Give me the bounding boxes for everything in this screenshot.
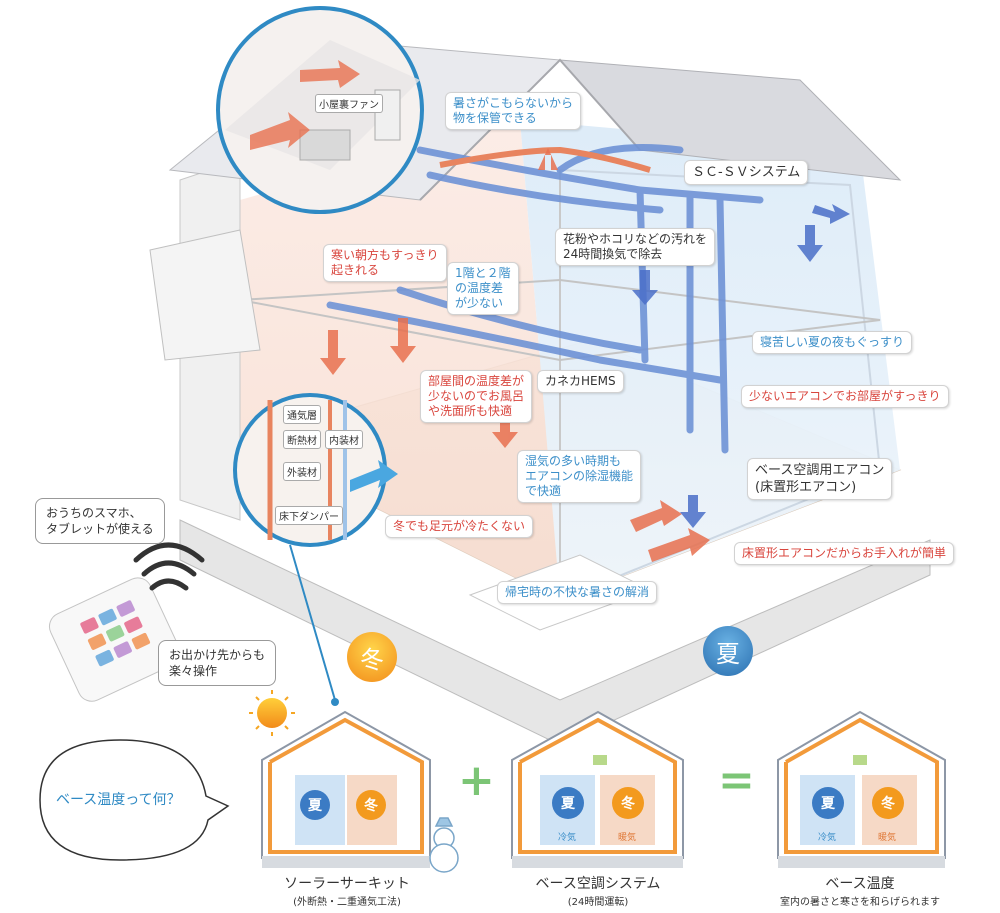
foundation (179, 519, 931, 746)
floor-damper-label: 床下ダンパー (275, 506, 343, 525)
diagram1-winter-chip: 冬 (356, 790, 386, 820)
floor-ac-care-label: 床置形エアコンだからお手入れが簡単 (734, 542, 955, 565)
interior-material-label: 内装材 (325, 430, 363, 449)
snowman-icon (429, 817, 459, 873)
exterior-material-label: 外装材 (283, 462, 321, 481)
diagram2-title: ベース空調システム (535, 876, 661, 892)
diagram2-warm-air: 暖気 (618, 833, 637, 843)
feet-label: 冬でも足元が冷たくない (385, 515, 534, 538)
insulation-label: 断熱材 (283, 430, 321, 449)
diagram3-title: ベース温度 (825, 876, 895, 892)
diagram1-summer-chip: 夏 (300, 790, 330, 820)
diagram-house-1 (261, 710, 431, 868)
question-text: ベース温度って何？ (56, 792, 181, 808)
diagram3-winter-chip: 冬 (872, 787, 904, 819)
plus-sign: + (458, 755, 495, 806)
diagram2-subtitle: (24時間運転) (567, 897, 629, 908)
phone-illustration (48, 577, 181, 702)
few-ac-label: 少ないエアコンでお部屋がすっきり (741, 385, 949, 408)
remote-operation-bubble: お出かけ先からも楽々操作 (158, 640, 277, 686)
summer-badge: 夏 (703, 626, 753, 676)
diagram3-warm-air: 暖気 (878, 833, 897, 843)
cool-arrows (632, 204, 850, 528)
diagram2-winter-chip: 冬 (612, 787, 644, 819)
cool-interior (520, 120, 900, 600)
diagram1-title: ソーラーサーキット (284, 876, 410, 892)
warm-pipe (439, 146, 651, 173)
hems-label: カネカHEMS (537, 370, 624, 393)
zoom-connector (289, 544, 336, 701)
sun-icon (249, 690, 295, 736)
diagram1-caption: ソーラーサーキット (外断熱・二重通気工法) (262, 873, 432, 908)
storage-label: 暑さがこもらないから物を保管できる (445, 92, 582, 130)
sleep-label: 寝苦しい夏の夜もぐっすり (752, 331, 913, 354)
morning-label: 寒い朝方もすっきり起きれる (323, 244, 447, 282)
room-diff-label: 部屋間の温度差が少ないのでお風呂や洗面所も快適 (420, 370, 533, 423)
diagram-house-3 (777, 710, 946, 868)
homecoming-label: 帰宅時の不快な暑さの解消 (497, 581, 658, 604)
winter-badge: 冬 (347, 632, 397, 682)
base-ac-label: ベース空調用エアコン(床置形エアコン) (747, 458, 893, 500)
diagram2-cool-air: 冷気 (558, 833, 577, 843)
question-bubble-shape (39, 739, 230, 861)
diagram3-summer-chip: 夏 (812, 787, 844, 819)
attic-fan-label: 小屋裏ファン (315, 94, 383, 113)
smartphone-bubble: おうちのスマホ、タブレットが使える (35, 498, 165, 544)
diagram3-caption: ベース温度 室内の暑さと寒さを和らげられます (760, 873, 960, 908)
diagram3-cool-air: 冷気 (818, 833, 837, 843)
diagram2-summer-chip: 夏 (552, 787, 584, 819)
sc-system-label: ＳＣ-ＳＶシステム (684, 160, 809, 185)
wifi-icon (133, 542, 205, 591)
diagram2-caption: ベース空調システム (24時間運転) (512, 873, 684, 908)
diagram-house-2 (511, 710, 684, 868)
balcony (149, 229, 261, 361)
diagram3-subtitle: 室内の暑さと寒さを和らげられます (780, 897, 940, 908)
floor-diff-label: 1階と２階の温度差が少ない (447, 262, 519, 315)
equals-sign: = (718, 755, 755, 806)
ventilation-layer-label: 通気層 (283, 405, 321, 424)
diagram1-subtitle: (外断熱・二重通気工法) (293, 897, 401, 908)
humid-label: 湿気の多い時期もエアコンの除湿機能で快適 (517, 450, 642, 503)
